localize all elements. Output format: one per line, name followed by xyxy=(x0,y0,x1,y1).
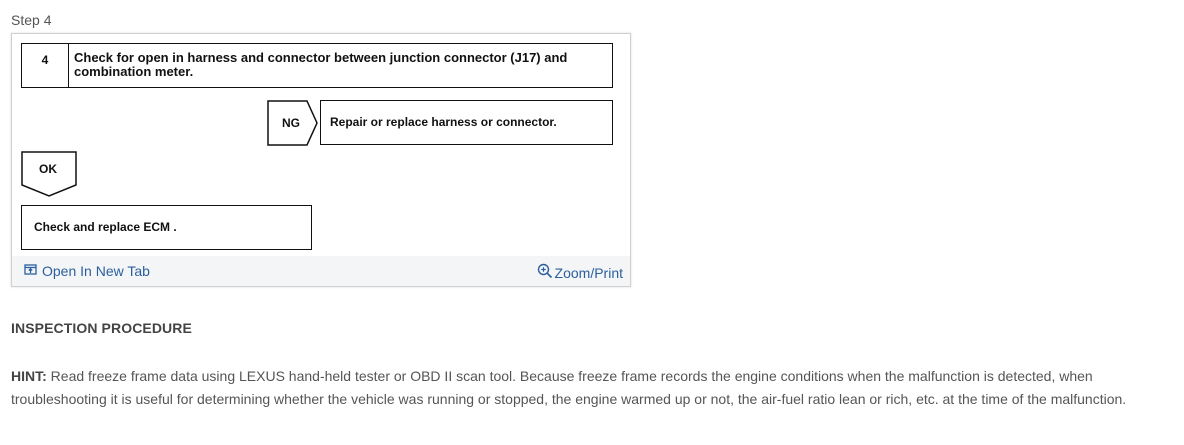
ok-action-box: Check and replace ECM . xyxy=(21,205,312,250)
zoom-in-icon xyxy=(537,263,553,282)
figure-toolbar: Open In New Tab Zoom/Print xyxy=(12,256,630,286)
zoom-print-link[interactable]: Zoom/Print xyxy=(537,263,623,282)
hint-text: Read freeze frame data using LEXUS hand-… xyxy=(11,368,1127,407)
step-check-text: Check for open in harness and connector … xyxy=(74,50,568,79)
zoom-print-label: Zoom/Print xyxy=(554,264,623,281)
step-check-box: 4 Check for open in harness and connecto… xyxy=(21,43,613,88)
flowchart-figure: 4 Check for open in harness and connecto… xyxy=(11,33,631,287)
ng-action-box: Repair or replace harness or connector. xyxy=(320,100,613,145)
ok-label: OK xyxy=(39,162,57,176)
section-heading: INSPECTION PROCEDURE xyxy=(11,320,192,336)
open-in-new-tab-label: Open In New Tab xyxy=(42,263,150,279)
open-new-tab-icon xyxy=(24,263,37,279)
ng-action-text: Repair or replace harness or connector. xyxy=(330,115,557,129)
step-label: Step 4 xyxy=(11,12,52,28)
ok-arrow-shape xyxy=(21,151,77,197)
ng-label: NG xyxy=(282,116,300,130)
ok-action-text: Check and replace ECM . xyxy=(34,220,177,234)
hint-label: HINT: xyxy=(11,368,47,384)
hint-paragraph: HINT: Read freeze frame data using LEXUS… xyxy=(11,365,1161,410)
ng-arrow-shape xyxy=(267,100,318,146)
step-number: 4 xyxy=(22,44,69,87)
flowchart-diagram: 4 Check for open in harness and connecto… xyxy=(12,34,630,256)
open-in-new-tab-link[interactable]: Open In New Tab xyxy=(24,263,150,279)
flowchart-shapes xyxy=(21,100,318,197)
